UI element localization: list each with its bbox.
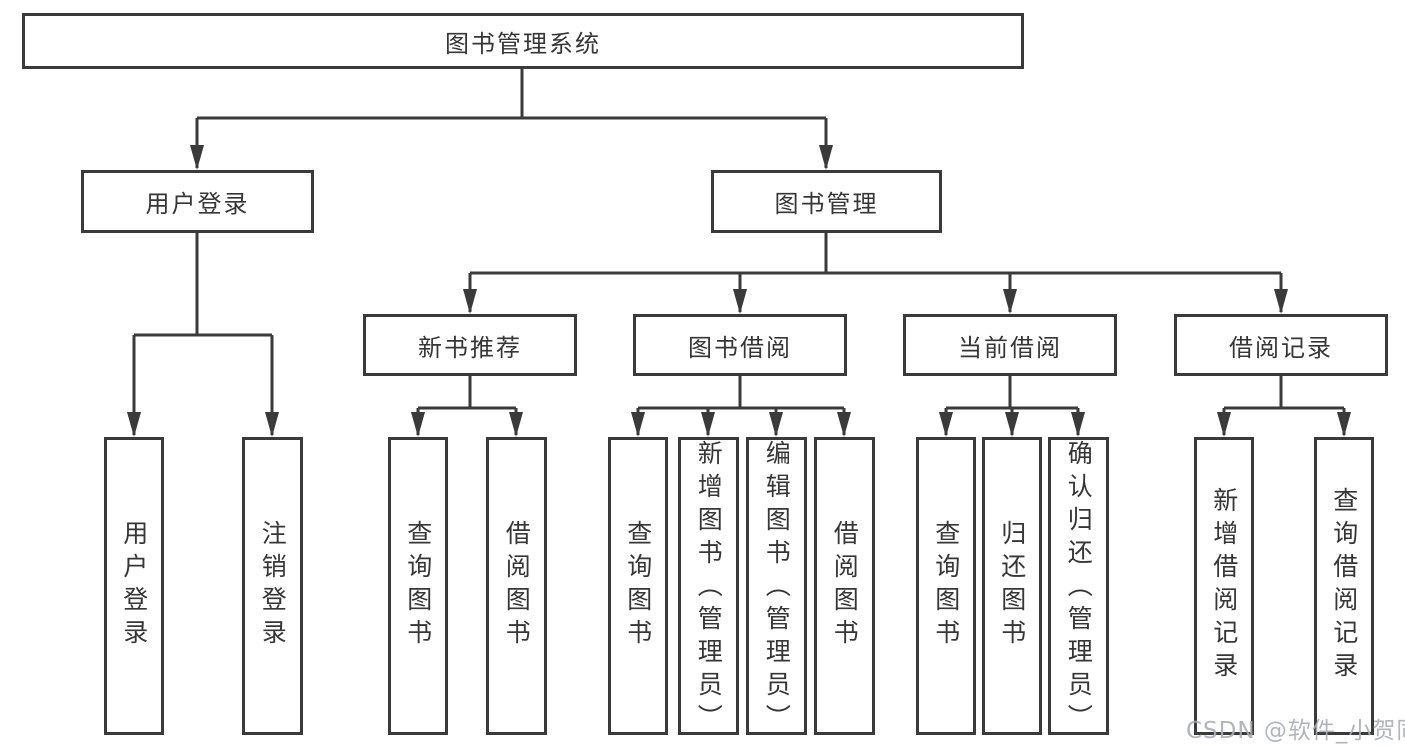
leaf-confirm-return-admin: 确认归还（管理员）: [1048, 437, 1109, 737]
node-label: 用户登录: [119, 520, 149, 652]
tree-edges: [132, 69, 1346, 435]
node-label: 归还图书: [997, 520, 1027, 652]
leaf-add-book-admin: 新增图书（管理员）: [678, 437, 739, 737]
leaf-return-books: 归还图书: [982, 437, 1042, 735]
node-label: 图书借阅: [688, 333, 792, 362]
node-label: 新书推荐: [418, 333, 522, 362]
leaf-query-books-borrowing: 查询图书: [608, 437, 668, 735]
node-new-book-recommendation: 新书推荐: [363, 314, 577, 376]
node-label: 查询图书: [403, 520, 433, 652]
node-label: 查询借阅记录: [1329, 487, 1359, 685]
node-label: 图书管理系统: [445, 29, 601, 58]
node-book-borrowing: 图书借阅: [633, 314, 847, 376]
leaf-borrow-books-recommend: 借阅图书: [486, 437, 547, 735]
watermark: CSDN @软件_小贺同学: [1186, 718, 1405, 744]
leaf-query-borrow-record: 查询借阅记录: [1314, 437, 1374, 735]
leaf-logout-login: 注销登录: [242, 437, 303, 735]
node-label: 注销登录: [258, 520, 288, 652]
node-library-system: 图书管理系统: [22, 13, 1024, 69]
leaf-add-borrow-record: 新增借阅记录: [1194, 437, 1254, 735]
node-label: 查询图书: [623, 520, 653, 652]
leaf-query-books-recommend: 查询图书: [388, 437, 448, 735]
arrowheads: [127, 145, 1351, 437]
leaf-user-login: 用户登录: [104, 437, 164, 735]
node-label: 新增图书（管理员）: [694, 440, 724, 737]
leaf-borrow-books-borrowing: 借阅图书: [814, 437, 875, 735]
node-label: 新增借阅记录: [1209, 487, 1239, 685]
node-label: 图书管理: [774, 190, 879, 218]
node-label: 用户登录: [145, 190, 250, 218]
node-label: 借阅图书: [502, 520, 532, 652]
node-label: 当前借阅: [958, 333, 1062, 362]
node-current-borrowing: 当前借阅: [903, 314, 1117, 376]
node-borrowing-records: 借阅记录: [1174, 314, 1388, 376]
node-user-login: 用户登录: [81, 170, 314, 233]
node-label: 编辑图书（管理员）: [762, 440, 792, 737]
node-label: 借阅图书: [830, 520, 860, 652]
node-book-management: 图书管理: [711, 170, 942, 233]
node-label: 查询图书: [931, 520, 961, 652]
node-label: 确认归还（管理员）: [1064, 440, 1094, 737]
leaf-edit-book-admin: 编辑图书（管理员）: [746, 437, 807, 737]
leaf-query-books-current: 查询图书: [916, 437, 976, 735]
node-label: 借阅记录: [1229, 333, 1333, 362]
